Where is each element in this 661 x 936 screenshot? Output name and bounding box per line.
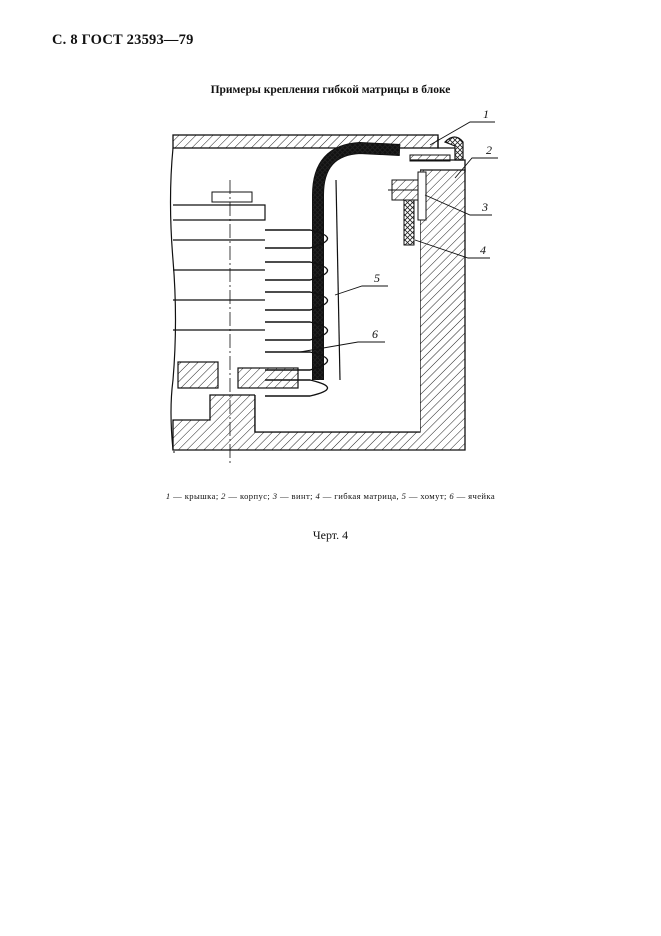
caption-item-2: 2 — корпус; <box>221 491 273 501</box>
caption-item-1: 1 — крышка; <box>165 491 222 501</box>
callout-6: 6 <box>372 327 378 341</box>
figure-caption: 1 — крышка; 2 — корпус; 3 — винт; 4 — ги… <box>0 491 661 501</box>
callout-1: 1 <box>483 107 489 121</box>
callout-5: 5 <box>374 271 380 285</box>
caption-item-3: 3 — винт; <box>272 491 316 501</box>
cells-group <box>173 191 266 331</box>
page-header: С. 8 ГОСТ 23593—79 <box>52 32 194 48</box>
caption-item-6: 6 — ячейка <box>449 491 496 501</box>
figure-title: Примеры крепления гибкой матрицы в блоке <box>210 84 451 96</box>
figure-number: Черт. 4 <box>312 528 349 542</box>
caption-item-4: 4 — гибкая матрица, <box>315 491 402 501</box>
caption-item-5: 5 — хомут; <box>401 491 450 501</box>
screw-part <box>388 171 427 221</box>
callout-3: 3 <box>481 200 488 214</box>
callout-4: 4 <box>480 243 486 257</box>
technical-drawing: 1 2 3 4 5 6 <box>169 107 498 465</box>
callout-2: 2 <box>486 143 492 157</box>
clamps-group <box>265 229 329 397</box>
flexible-matrix-part <box>312 141 415 381</box>
